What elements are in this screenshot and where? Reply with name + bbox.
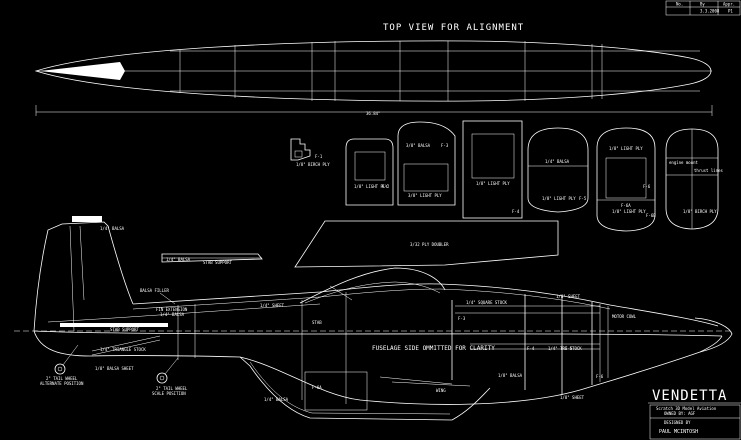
rev-col-appr: Appr. <box>723 2 735 7</box>
balsa-sheet-label: 1/8" BALSA SHEET <box>95 366 134 371</box>
sheet-bottom-label: 1/8" SHEET <box>560 395 585 400</box>
balsa-lower2-label: 1/8" BALSA <box>498 373 523 378</box>
former-f3-note1: 3/8" BALSA <box>406 143 431 148</box>
doubler-label: 3/32 PLY DOUBLER <box>410 242 449 247</box>
fin-label: 1/4" BALSA <box>100 226 125 231</box>
rev-col-by: By <box>700 2 705 7</box>
former-f6-note1: 1/8" LIGHT PLY <box>609 146 643 151</box>
title-line1: Scratch 3D Model Aviation <box>656 406 717 411</box>
balsa-filler-label: BALSA FILLER <box>140 288 169 293</box>
former-f1-label: F-1 <box>315 154 323 159</box>
former-f7-note3: 1/8" BIRCH PLY <box>683 209 717 214</box>
former-f2: 1/8" LIGHT PLY F-2 <box>345 138 394 206</box>
stab-support-upper-label: 1/4" BALSA <box>166 257 191 262</box>
wing-tag: WING <box>436 388 446 393</box>
former-f5-note1: 1/4" BALSA <box>545 159 570 164</box>
triangle-stock-label: 1/4" TRIANGLE STOCK <box>100 347 146 352</box>
former-f6b-label: F-6B <box>646 213 656 218</box>
top-view-fuselage: 36.84" <box>34 40 713 116</box>
tri-stock-front-label: 1/4" TRI STOCK <box>548 346 582 351</box>
former-f6-note2: 1/8" LIGHT PLY <box>612 209 646 214</box>
motor-label: MOTOR COWL <box>612 314 637 319</box>
balsa-lower-label: 1/4" BALSA <box>264 397 289 402</box>
stab-support-label: STAB SUPPORT <box>110 327 139 332</box>
former-f7: engine mount thrust lines 1/8" BIRCH PLY <box>665 128 723 230</box>
rev-sheet: P1 <box>728 9 733 14</box>
revision-block: No. By Appr. 3.3.2008 P1 <box>665 0 741 16</box>
former-f6-tag: F-6 <box>596 374 604 379</box>
former-f3-tag: F-3 <box>458 316 466 321</box>
title-line2: OWNED BY: AGF <box>664 411 696 416</box>
former-f4-label: F-4 <box>512 209 520 214</box>
ply-doubler: 3/32 PLY DOUBLER <box>294 220 559 268</box>
fin-extension-sub: 1/4" BALSA <box>160 312 185 317</box>
tail-wheel-1-label: 2" TAIL WHEEL <box>46 376 78 381</box>
former-f5-label: F-5 <box>579 196 587 201</box>
former-f6-label: F-6 <box>643 184 651 189</box>
title-line3: DESIGNED BY <box>664 420 691 425</box>
former-f6: 1/8" LIGHT PLY F-6 F-6A 1/8" LIGHT PLY F… <box>596 127 656 232</box>
former-f7-note2: thrust lines <box>694 168 723 173</box>
title-name: VENDETTA <box>652 388 727 404</box>
tail-wheel-2-sub: SCALE POSITION <box>152 391 186 396</box>
stab-support-upper: STAB SUPPORT <box>203 260 232 265</box>
title-designer: PAUL MCINTOSH <box>659 429 698 435</box>
title-block: VENDETTA Scratch 3D Model Aviation OWNED… <box>648 388 741 440</box>
former-f5-tag: F-5 <box>565 346 573 351</box>
rev-col-no: No. <box>676 2 683 7</box>
sheet-top-label: 1/4" SHEET <box>260 303 285 308</box>
stab-tag: STAB <box>312 320 322 325</box>
former-f4-tag: F-4 <box>527 346 535 351</box>
former-f4: 1/8" LIGHT PLY F-4 <box>462 120 523 219</box>
fin-extension-label: FIN EXTENSION <box>156 307 188 312</box>
former-f5-note2: 1/8" LIGHT PLY <box>542 196 576 201</box>
former-f1: F-1 1/8" BIRCH PLY <box>290 138 330 167</box>
former-f1-note: 1/8" BIRCH PLY <box>296 162 330 167</box>
former-f3-label: F-3 <box>441 143 449 148</box>
former-f6a-tag: F-6A <box>312 385 322 390</box>
former-f6a-label: F-6A <box>621 203 631 208</box>
former-f4-note: 1/8" LIGHT PLY <box>476 181 510 186</box>
top-view-title: TOP VIEW FOR ALIGNMENT <box>383 23 524 33</box>
length-dimension: 36.84" <box>366 111 380 116</box>
tail-wheel-1-sub: ALTERNATE POSITION <box>40 381 84 386</box>
omitted-note: FUSELAGE SIDE OMMITTED FOR CLARITY <box>372 345 495 352</box>
tail-wheel-2-label: 2" TAIL WHEEL <box>156 386 188 391</box>
sheet-nose-label: 1/8" SHEET <box>556 294 581 299</box>
former-f2-label: F-2 <box>382 184 390 189</box>
former-f2-note: 1/8" LIGHT PLY <box>354 184 388 189</box>
former-f3-note2: 3/8" LIGHT PLY <box>408 193 442 198</box>
square-stock-label: 1/4" SQUARE STOCK <box>466 300 508 305</box>
rev-date: 3.3.2008 <box>700 9 720 14</box>
former-f3: 3/8" BALSA F-3 3/8" LIGHT PLY <box>397 121 456 206</box>
former-f7-note1: engine mount <box>669 160 698 165</box>
former-f5: 1/4" BALSA 1/8" LIGHT PLY F-5 <box>527 127 589 213</box>
side-view: 1/4" BALSA 1/4" BALSA STAB SUPPORT F-6A <box>14 216 733 421</box>
